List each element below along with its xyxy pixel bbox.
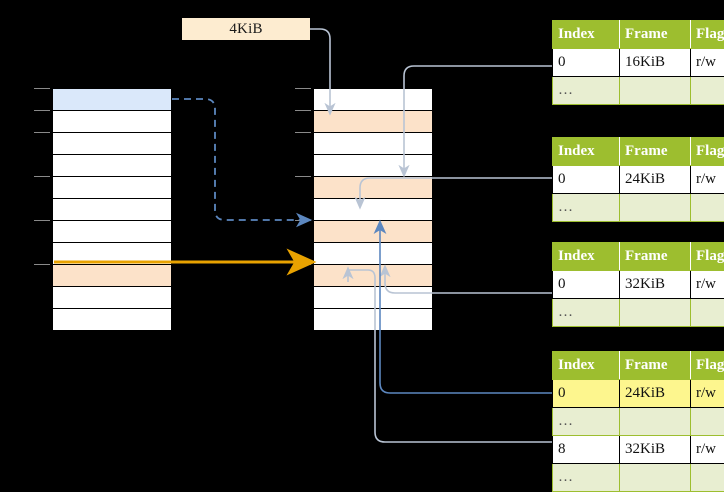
memory-cell bbox=[52, 264, 172, 287]
memory-cell bbox=[313, 154, 433, 177]
row-tick-mark bbox=[295, 110, 311, 111]
table-cell: 0 bbox=[553, 166, 620, 194]
table-header-row: IndexFrameFlags bbox=[553, 243, 724, 271]
virtual-address-space-column bbox=[52, 88, 172, 330]
page-table-level-1: IndexFrameFlags016KiBr/w… bbox=[552, 20, 724, 105]
column-header-flags: Flags bbox=[691, 243, 724, 271]
row-tick-mark bbox=[34, 264, 50, 265]
table-header-row: IndexFrameFlags bbox=[553, 21, 724, 49]
column-header-frame: Frame bbox=[620, 138, 691, 166]
column-header-index: Index bbox=[553, 138, 620, 166]
table-cell bbox=[620, 408, 691, 436]
row-tick-mark bbox=[295, 220, 311, 221]
row-tick-mark bbox=[295, 264, 311, 265]
page-table-level-4: IndexFrameFlags024KiBr/w…832KiBr/w… bbox=[552, 351, 724, 492]
table-cell: 24KiB bbox=[620, 380, 691, 408]
table-cell bbox=[620, 77, 691, 105]
memory-cell bbox=[52, 220, 172, 243]
column-header-frame: Frame bbox=[620, 243, 691, 271]
table-cell: r/w bbox=[691, 436, 724, 464]
memory-cell bbox=[313, 220, 433, 243]
memory-cell bbox=[313, 176, 433, 199]
diagram-canvas: 4KiB IndexFrameFlags016KiBr/w… IndexFram… bbox=[0, 0, 724, 482]
table-cell: 8 bbox=[553, 436, 620, 464]
table-cell: r/w bbox=[691, 166, 724, 194]
table-cell bbox=[620, 299, 691, 327]
page-table-level-2: IndexFrameFlags024KiBr/w… bbox=[552, 137, 724, 222]
memory-cell bbox=[52, 242, 172, 265]
table-header-row: IndexFrameFlags bbox=[553, 138, 724, 166]
page-table-level-3: IndexFrameFlags032KiBr/w… bbox=[552, 242, 724, 327]
table-row: … bbox=[553, 464, 724, 492]
memory-cell bbox=[313, 110, 433, 133]
table-cell: r/w bbox=[691, 49, 724, 77]
table-row: … bbox=[553, 408, 724, 436]
memory-cell bbox=[52, 198, 172, 221]
table-cell bbox=[691, 194, 724, 222]
row-tick-mark bbox=[295, 88, 311, 89]
page-size-label: 4KiB bbox=[182, 18, 310, 40]
physical-memory-column bbox=[313, 88, 433, 330]
memory-cell bbox=[52, 110, 172, 133]
row-tick-mark bbox=[34, 220, 50, 221]
column-header-frame: Frame bbox=[620, 352, 691, 380]
row-tick-mark bbox=[34, 132, 50, 133]
table-cell bbox=[691, 299, 724, 327]
table-row: … bbox=[553, 194, 724, 222]
column-header-flags: Flags bbox=[691, 352, 724, 380]
table-cell: … bbox=[553, 464, 620, 492]
memory-cell bbox=[313, 198, 433, 221]
table-row: … bbox=[553, 77, 724, 105]
table-cell bbox=[691, 464, 724, 492]
memory-cell bbox=[52, 286, 172, 309]
memory-cell bbox=[313, 88, 433, 111]
table-cell bbox=[620, 464, 691, 492]
table-cell: 32KiB bbox=[620, 271, 691, 299]
table-cell bbox=[620, 194, 691, 222]
column-header-index: Index bbox=[553, 21, 620, 49]
memory-cell bbox=[52, 308, 172, 331]
column-header-flags: Flags bbox=[691, 138, 724, 166]
row-tick-mark bbox=[34, 110, 50, 111]
column-header-index: Index bbox=[553, 243, 620, 271]
memory-cell bbox=[52, 88, 172, 111]
memory-cell bbox=[52, 176, 172, 199]
table-row: … bbox=[553, 299, 724, 327]
table-cell: … bbox=[553, 77, 620, 105]
column-header-flags: Flags bbox=[691, 21, 724, 49]
table-cell: 0 bbox=[553, 380, 620, 408]
memory-cell bbox=[313, 132, 433, 155]
table-cell: 24KiB bbox=[620, 166, 691, 194]
row-tick-mark bbox=[34, 176, 50, 177]
memory-cell bbox=[313, 286, 433, 309]
table-cell: … bbox=[553, 194, 620, 222]
memory-cell bbox=[52, 132, 172, 155]
table-cell: r/w bbox=[691, 271, 724, 299]
table-cell: 0 bbox=[553, 49, 620, 77]
row-tick-mark bbox=[295, 176, 311, 177]
table-cell: 32KiB bbox=[620, 436, 691, 464]
table-cell bbox=[691, 408, 724, 436]
memory-cell bbox=[313, 242, 433, 265]
column-header-frame: Frame bbox=[620, 21, 691, 49]
memory-cell bbox=[313, 308, 433, 331]
row-tick-mark bbox=[34, 88, 50, 89]
table-header-row: IndexFrameFlags bbox=[553, 352, 724, 380]
virtual-page-dashed-arrow bbox=[172, 99, 305, 220]
row-tick-mark bbox=[295, 132, 311, 133]
column-header-index: Index bbox=[553, 352, 620, 380]
memory-cell bbox=[52, 154, 172, 177]
table-cell bbox=[691, 77, 724, 105]
table-cell: r/w bbox=[691, 380, 724, 408]
table-cell: 0 bbox=[553, 271, 620, 299]
memory-cell bbox=[313, 264, 433, 287]
table-cell: … bbox=[553, 299, 620, 327]
table-cell: … bbox=[553, 408, 620, 436]
table-cell: 16KiB bbox=[620, 49, 691, 77]
